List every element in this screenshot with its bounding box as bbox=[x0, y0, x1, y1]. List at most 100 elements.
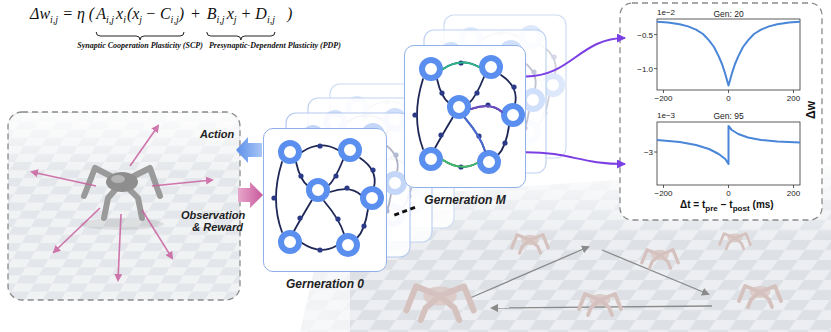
network-generation-m bbox=[404, 45, 526, 188]
observation-arrow bbox=[238, 182, 263, 208]
subscript: j bbox=[234, 14, 237, 25]
axis-title: − t bbox=[721, 199, 733, 210]
axis-title: (ms) bbox=[753, 199, 774, 210]
observation-arrow bbox=[238, 182, 263, 208]
walking-robot bbox=[406, 234, 781, 320]
action-arrow bbox=[236, 137, 262, 163]
force-arrow bbox=[54, 208, 100, 252]
formula-term: ) bbox=[287, 5, 292, 22]
formula-term: + bbox=[190, 5, 201, 22]
subscript: i,j bbox=[171, 14, 179, 25]
walking-robot bbox=[739, 286, 781, 307]
environment-box bbox=[8, 112, 240, 300]
force-arrow bbox=[130, 126, 158, 166]
plot-panel bbox=[657, 122, 800, 185]
network-panel: Gerneration 0 bbox=[263, 128, 387, 272]
plot-panel bbox=[620, 3, 822, 220]
subscript: post bbox=[733, 204, 750, 213]
formula: Δwi,j= η (Ai,jxi(xj− Ci,j)+Bi,jxj+ Di,j) bbox=[30, 3, 292, 31]
tick-label: −200 bbox=[654, 94, 672, 103]
plot-panel bbox=[620, 3, 822, 220]
formula-term: (x bbox=[127, 5, 139, 22]
subscript: j bbox=[139, 14, 142, 25]
walking-robot bbox=[512, 235, 548, 253]
network-generation-0 bbox=[263, 128, 387, 272]
subscript: i,j bbox=[50, 14, 58, 25]
arrow-label: Action bbox=[200, 128, 234, 140]
environment-box bbox=[9, 113, 239, 213]
robot-figure bbox=[84, 168, 160, 218]
plot-panel bbox=[654, 35, 794, 188]
force-arrow bbox=[32, 172, 96, 186]
subscript: pre bbox=[705, 204, 717, 213]
subscript: i,j bbox=[217, 14, 225, 25]
trajectory-arrow bbox=[492, 306, 712, 308]
walking-robot bbox=[406, 286, 473, 320]
network-generation-m bbox=[443, 62, 479, 69]
connector-arrow bbox=[526, 38, 625, 76]
tick-label: −1.0 bbox=[637, 64, 653, 73]
axis-scale: 1e−3 bbox=[657, 111, 675, 120]
network-panel: Gerneration M bbox=[404, 45, 526, 188]
ellipsis-dots bbox=[394, 206, 416, 217]
force-arrow bbox=[118, 214, 121, 280]
ellipsis-dots bbox=[394, 212, 400, 217]
network-generation-m bbox=[404, 45, 526, 188]
connector-arrow bbox=[526, 152, 625, 164]
axis-title: Δw bbox=[804, 101, 818, 119]
formula-term: ) bbox=[179, 5, 184, 22]
plasticity-curve bbox=[657, 22, 800, 86]
robot-figure bbox=[111, 175, 125, 183]
formula-term: − C bbox=[145, 5, 170, 22]
formula-term: + D bbox=[241, 5, 267, 22]
subscript: i bbox=[123, 14, 126, 25]
force-arrow bbox=[152, 180, 212, 186]
network-generation-0 bbox=[263, 128, 387, 272]
ellipsis-dots bbox=[402, 209, 408, 214]
brace-label: Synaptic Cooperation Plasticity (SCP) bbox=[77, 41, 203, 51]
formula-term: Δw bbox=[30, 5, 50, 22]
tick-label: 200 bbox=[787, 189, 800, 198]
robot-figure bbox=[80, 168, 164, 230]
subscript: i,j bbox=[267, 14, 275, 25]
plot-axes: Gen: 20 bbox=[625, 8, 815, 108]
network-generation-m bbox=[443, 62, 502, 166]
robot-figure bbox=[106, 172, 138, 192]
axis-scale: 1e−2 bbox=[657, 8, 675, 17]
tick-label: 0 bbox=[726, 189, 730, 198]
tick-label: −3 bbox=[644, 148, 653, 157]
formula-term: A bbox=[96, 5, 106, 22]
plot-title: Gen: 20 bbox=[713, 9, 743, 19]
trajectory-arrow bbox=[602, 250, 708, 294]
walking-robot bbox=[579, 294, 621, 315]
underbrace bbox=[96, 32, 184, 40]
network-generation-0 bbox=[271, 141, 381, 254]
ellipsis-dots bbox=[410, 206, 416, 211]
plot-panel bbox=[657, 19, 800, 90]
tick-label: −200 bbox=[654, 189, 672, 198]
network-generation-m bbox=[412, 58, 522, 171]
plot-title: Gen: 95 bbox=[713, 111, 743, 121]
network-generation-m bbox=[465, 118, 485, 151]
subscript: i,j bbox=[106, 14, 114, 25]
generation-label: Gerneration 0 bbox=[286, 277, 364, 291]
walking-robot bbox=[642, 250, 678, 268]
walking-robot bbox=[720, 234, 751, 249]
underbrace bbox=[207, 32, 275, 40]
environment-box bbox=[8, 112, 240, 300]
plasticity-curve bbox=[657, 126, 800, 164]
arrow-label: Observation & Reward bbox=[181, 209, 243, 233]
network-generation-m bbox=[471, 106, 502, 112]
trajectory-arrow bbox=[470, 247, 588, 298]
network-generation-m bbox=[443, 160, 477, 167]
force-arrow bbox=[32, 126, 212, 280]
axis-title: Δt = t bbox=[680, 199, 705, 210]
brace-label: Presynaptic-Dependent Plasticity (PDP) bbox=[209, 41, 341, 51]
formula-term: = η ( bbox=[62, 5, 94, 22]
tick-label: 200 bbox=[787, 94, 800, 103]
force-arrow bbox=[142, 210, 172, 258]
plasticity-curve bbox=[657, 22, 800, 164]
tick-label: −0.5 bbox=[637, 30, 653, 39]
generation-label: Gerneration M bbox=[424, 193, 505, 207]
